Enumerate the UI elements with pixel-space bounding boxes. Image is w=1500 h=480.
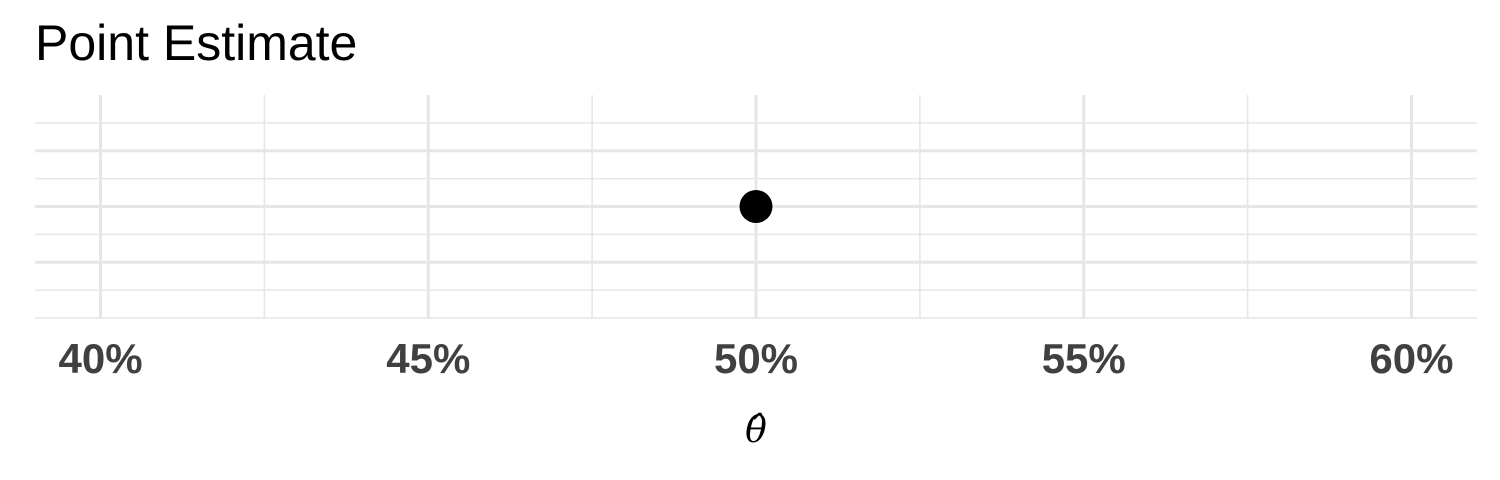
- x-tick-label: 55%: [1042, 335, 1126, 382]
- x-tick-label: 45%: [386, 335, 470, 382]
- x-tick-label: 50%: [714, 335, 798, 382]
- x-tick-label: 60%: [1369, 335, 1453, 382]
- x-tick-labels: 40% 45% 50% 55% 60%: [59, 335, 1454, 382]
- x-axis-title: θ̂: [745, 410, 767, 451]
- chart-title: Point Estimate: [35, 15, 358, 71]
- data-points: [739, 190, 773, 223]
- point-estimate-marker: [739, 190, 773, 223]
- x-tick-label: 40%: [59, 335, 143, 382]
